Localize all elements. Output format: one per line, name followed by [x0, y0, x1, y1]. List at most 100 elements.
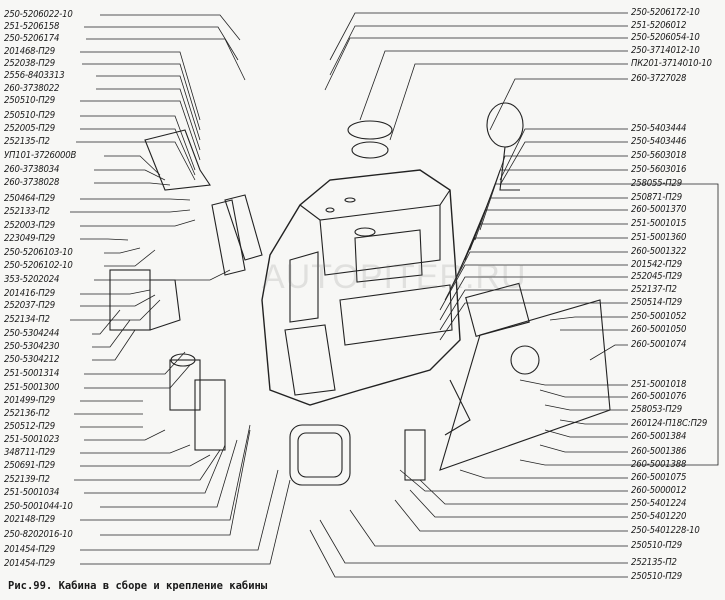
- part-number-label: 260-5001074: [631, 339, 687, 350]
- leader-line: [100, 14, 241, 41]
- leader-line: [70, 299, 161, 321]
- part-number-label: 250-5001044-10: [4, 501, 73, 512]
- part-number-label: 260-3738028: [4, 177, 60, 188]
- leader-line: [80, 444, 191, 454]
- part-number-label: 250-5206172-10: [631, 7, 700, 18]
- leader-line: [549, 316, 628, 321]
- part-number-label: 201542-П29: [631, 259, 683, 270]
- leader-line: [80, 128, 196, 176]
- leader-line: [92, 329, 136, 361]
- part-number-label: 252003-П29: [4, 220, 56, 231]
- leader-line: [80, 115, 196, 171]
- part-number-label: 250-5206102-10: [4, 260, 73, 271]
- part-number-label: 201416-П29: [4, 288, 56, 299]
- part-number-label: 251-5001300: [4, 382, 60, 393]
- part-number-label: 260-5001322: [631, 246, 687, 257]
- leader-line: [80, 238, 129, 241]
- figure-caption: Рис.99. Кабина в сборе и крепление кабин…: [8, 580, 268, 592]
- part-number-label: 201499-П29: [4, 395, 56, 406]
- part-number-label: 250510-П29: [631, 571, 683, 582]
- part-number-label: 251-5001314: [4, 368, 60, 379]
- leader-line: [80, 219, 196, 227]
- part-number-label: 260-5001050: [631, 324, 687, 335]
- watermark: AUTOPITER.RU: [262, 258, 527, 296]
- part-number-label: 252134-П2: [4, 314, 50, 325]
- part-number-label: 250514-П29: [631, 297, 683, 308]
- leader-line: [80, 294, 156, 307]
- part-number-label: 260-5001386: [631, 446, 687, 457]
- leader-line: [84, 26, 239, 61]
- seal-frame: [289, 424, 351, 486]
- mirror: [109, 269, 151, 331]
- leader-line: [104, 249, 156, 267]
- part-number-label: 252037-П29: [4, 300, 56, 311]
- part-number-label: 250-5603018: [631, 150, 687, 161]
- leader-line: [389, 63, 628, 141]
- part-number-label: 251-5001360: [631, 232, 687, 243]
- leader-line: [474, 169, 628, 241]
- part-number-label: 250-5401220: [631, 511, 687, 522]
- part-number-label: 348711-П29: [4, 447, 56, 458]
- part-number-label: 250691-П29: [4, 460, 56, 471]
- leader-line: [100, 439, 238, 508]
- part-number-label: 251-5001015: [631, 218, 687, 229]
- leader-line: [329, 25, 628, 76]
- roof-light: [354, 227, 376, 237]
- part-number-label: 260-3738034: [4, 164, 60, 175]
- part-number-label: 250512-П29: [4, 421, 56, 432]
- part-number-label: 250464-П29: [4, 193, 56, 204]
- part-number-label: УП101-3726000В: [4, 150, 77, 161]
- door-window: [289, 251, 319, 323]
- part-number-label: 252139-П2: [4, 474, 50, 485]
- part-number-label: 250871-П29: [631, 192, 683, 203]
- leader-line: [80, 424, 251, 521]
- seal-inner: [297, 432, 343, 478]
- leader-line: [80, 289, 151, 295]
- part-number-label: 252135-П2: [4, 136, 50, 147]
- part-number-label: 260-5001076: [631, 391, 687, 402]
- leader-line: [70, 209, 191, 213]
- cab-rear-wall: [319, 205, 441, 276]
- leader-line: [489, 78, 628, 131]
- leader-line: [96, 75, 201, 141]
- part-number-label: 250-5001052: [631, 311, 687, 322]
- part-number-label: 260-5001388: [631, 459, 687, 470]
- part-number-label: 252005-П29: [4, 123, 56, 134]
- part-number-label: ПК201-3714010-10: [631, 58, 712, 69]
- leader-line: [399, 469, 628, 492]
- leader-line: [76, 141, 196, 181]
- part-number-label: 202148-П29: [4, 514, 56, 525]
- spotlight-mount: [499, 146, 520, 191]
- mirror-bracket: [149, 279, 181, 331]
- part-number-label: 260-3738022: [4, 83, 60, 94]
- leader-line: [519, 459, 628, 466]
- roof-marker: [325, 207, 335, 213]
- leader-line: [419, 479, 628, 505]
- part-number-label: 250-5304244: [4, 328, 60, 339]
- part-number-label: 250510-П29: [631, 540, 683, 551]
- leader-line: [80, 454, 211, 467]
- leader-line: [329, 12, 628, 61]
- part-number-label: 251-5001018: [631, 379, 687, 390]
- leader-line: [104, 155, 161, 176]
- side-glass-frame: [224, 194, 263, 261]
- part-number-label: 251-5001034: [4, 487, 60, 498]
- part-number-label: 250-5403444: [631, 123, 687, 134]
- part-number-label: 260124-П18С:П29: [631, 418, 708, 429]
- part-number-label: 250-5206022-10: [4, 9, 73, 20]
- part-number-label: 252137-П2: [631, 284, 677, 295]
- leader-line: [84, 444, 226, 494]
- part-number-label: 252038-П29: [4, 58, 56, 69]
- leader-line: [94, 182, 171, 186]
- leader-line: [80, 100, 201, 161]
- part-number-label: 250-5401228-10: [631, 525, 700, 536]
- leader-line: [324, 37, 628, 91]
- leader-line: [80, 469, 279, 551]
- leader-line: [544, 429, 628, 438]
- part-number-label: 250510-П29: [4, 95, 56, 106]
- leader-line: [84, 429, 166, 441]
- leader-line: [104, 247, 141, 254]
- leader-line: [319, 519, 628, 564]
- part-number-label: 250-3714012-10: [631, 45, 700, 56]
- part-number-label: 260-5000012: [631, 485, 687, 496]
